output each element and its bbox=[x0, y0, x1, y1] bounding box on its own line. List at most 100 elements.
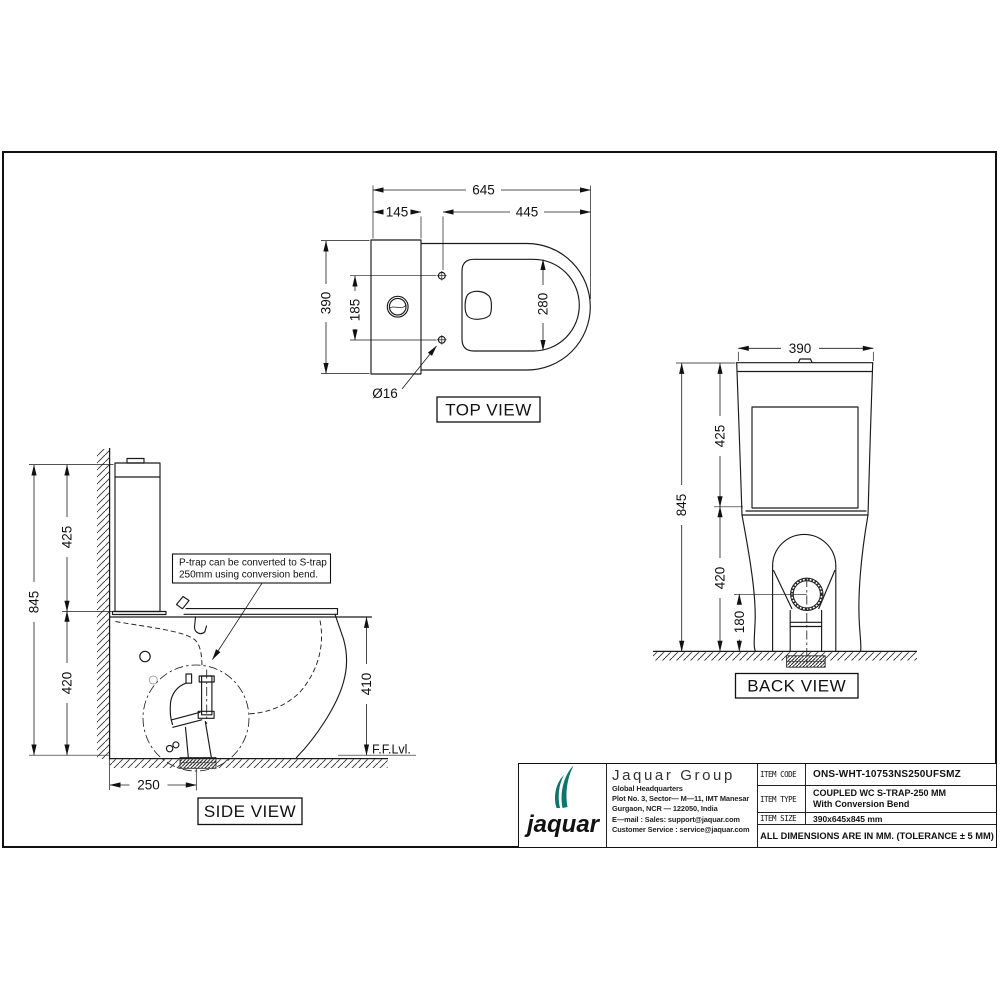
svg-text:445: 445 bbox=[516, 205, 539, 220]
svg-text:SIDE VIEW: SIDE VIEW bbox=[204, 802, 296, 821]
dim-420-side: 420 bbox=[60, 610, 75, 756]
item-size-row: ITEM SIZE 390x645x845 mm bbox=[758, 813, 996, 825]
svg-text:185: 185 bbox=[348, 299, 363, 322]
side-fixing-hole bbox=[139, 650, 151, 663]
dim-390-back: 390 bbox=[737, 341, 874, 356]
item-type-value: COUPLED WC S-TRAP-250 MM With Conversion… bbox=[806, 786, 996, 812]
ptrap-note: P-trap can be converted to S-trap 250mm … bbox=[171, 553, 332, 660]
back-bowl-left bbox=[741, 514, 757, 652]
item-type-row: ITEM TYPE COUPLED WC S-TRAP-250 MM With … bbox=[758, 786, 996, 813]
svg-text:425: 425 bbox=[60, 526, 75, 549]
svg-text:420: 420 bbox=[713, 567, 728, 590]
top-view-tank bbox=[370, 239, 422, 375]
side-view-label-box: SIDE VIEW bbox=[197, 797, 303, 826]
svg-text:280: 280 bbox=[536, 293, 551, 316]
side-view-drawing: F.F.Lvl. P-trap can be converted to S-tr… bbox=[27, 448, 416, 826]
back-flush-button bbox=[797, 358, 813, 364]
side-tank bbox=[114, 462, 161, 613]
dim-425-side: 425 bbox=[60, 464, 75, 612]
wall-hatch bbox=[97, 449, 110, 759]
flush-button-inner bbox=[388, 297, 407, 316]
sheet-border bbox=[2, 151, 997, 848]
dim-390-top: 390 bbox=[319, 240, 334, 374]
side-hidden-hole bbox=[148, 675, 158, 685]
svg-text:390: 390 bbox=[789, 341, 812, 356]
svg-text:145: 145 bbox=[386, 205, 409, 220]
dim-845-back: 845 bbox=[674, 362, 689, 652]
bowl-front-profile bbox=[295, 613, 348, 759]
hinge-hole-bottom bbox=[437, 335, 447, 345]
email-line: E—mail : Sales: support@jaquar.com bbox=[612, 814, 740, 824]
item-size-label: ITEM SIZE bbox=[758, 813, 806, 824]
title-block: jaquar Jaquar Group Global Headquarters … bbox=[518, 763, 997, 848]
flush-button-split bbox=[389, 304, 407, 309]
dim-445: 445 bbox=[442, 205, 591, 220]
svg-text:BACK VIEW: BACK VIEW bbox=[747, 677, 846, 696]
svg-text:Ø16: Ø16 bbox=[372, 386, 398, 401]
back-outlet-pipe bbox=[786, 578, 826, 668]
floor-hatch-side bbox=[109, 759, 388, 768]
address-line-1: Plot No. 3, Sector— M—11, IMT Manesar bbox=[612, 794, 750, 804]
svg-text:250: 250 bbox=[137, 778, 160, 793]
back-view-label-box: BACK VIEW bbox=[734, 672, 859, 699]
dim-185: 185 bbox=[348, 275, 363, 341]
back-bowl-right bbox=[858, 514, 869, 652]
ffl-label: F.F.Lvl. bbox=[372, 743, 411, 757]
conversion-bend-circle bbox=[142, 664, 250, 772]
logo-feather-right bbox=[561, 765, 573, 808]
svg-text:425: 425 bbox=[713, 425, 728, 448]
svg-text:180: 180 bbox=[732, 611, 747, 634]
item-type-line-1: COUPLED WC S-TRAP-250 MM bbox=[813, 788, 947, 798]
jaquar-logo-graphic: jaquar bbox=[523, 765, 600, 838]
dim-180-back: 180 bbox=[732, 593, 747, 652]
dim-420-back: 420 bbox=[713, 506, 728, 652]
side-flush-button bbox=[126, 457, 145, 464]
top-view-label-box: TOP VIEW bbox=[436, 396, 541, 423]
dim-280: 280 bbox=[536, 259, 551, 351]
jaquar-logo: jaquar bbox=[519, 764, 607, 847]
logo-wordmark: jaquar bbox=[523, 811, 600, 838]
back-trap-dome bbox=[772, 533, 837, 652]
item-code-value: ONS-WHT-10753NS250UFSMZ bbox=[813, 769, 961, 780]
item-table: ITEM CODE ONS-WHT-10753NS250UFSMZ ITEM T… bbox=[758, 764, 996, 847]
svg-text:845: 845 bbox=[674, 494, 689, 517]
top-view-bowl-outline bbox=[420, 242, 591, 371]
bowl-hidden-front bbox=[247, 620, 323, 715]
logo-feather-left bbox=[554, 774, 564, 808]
flush-button-outer bbox=[386, 295, 409, 318]
svg-text:P-trap can be converted to S-t: P-trap can be converted to S-trap bbox=[179, 558, 327, 569]
back-tank-panel bbox=[751, 406, 859, 509]
back-tank-right bbox=[867, 362, 874, 516]
bolt-cap-1 bbox=[165, 744, 174, 753]
top-view-water-spot bbox=[464, 290, 492, 320]
tolerance-note: ALL DIMENSIONS ARE IN MM. (TOLERANCE ± 5… bbox=[760, 831, 994, 841]
item-type-line-2: With Conversion Bend bbox=[813, 799, 910, 809]
dim-250-side: 250 bbox=[109, 778, 197, 793]
item-code-label: ITEM CODE bbox=[758, 764, 806, 785]
bowl-hidden-rear bbox=[115, 621, 203, 669]
svg-text:TOP VIEW: TOP VIEW bbox=[445, 401, 532, 420]
seat-and-lid bbox=[175, 595, 339, 635]
p-trap-detail bbox=[169, 669, 217, 769]
company-name: Jaquar Group bbox=[612, 767, 735, 784]
svg-text:410: 410 bbox=[359, 673, 374, 696]
company-hq: Global Headquarters bbox=[612, 784, 683, 793]
dim-hole-dia: Ø16 bbox=[372, 345, 437, 401]
floor-hatch-back bbox=[653, 652, 917, 661]
back-tank-left bbox=[736, 362, 743, 516]
customer-service-line: Customer Service : service@jaquar.com bbox=[612, 824, 750, 834]
dim-145: 145 bbox=[372, 205, 422, 220]
top-view-extension-lines bbox=[321, 185, 591, 374]
dim-845-side: 845 bbox=[27, 464, 42, 756]
svg-text:845: 845 bbox=[27, 591, 42, 614]
dim-645: 645 bbox=[372, 183, 591, 198]
address-line-2: Gurgaon, NCR — 122050, India bbox=[612, 804, 718, 814]
top-view-seat-opening bbox=[461, 258, 580, 352]
side-tank-base bbox=[111, 610, 167, 616]
item-code-row: ITEM CODE ONS-WHT-10753NS250UFSMZ bbox=[758, 764, 996, 786]
svg-text:250mm using conversion bend.: 250mm using conversion bend. bbox=[179, 570, 318, 581]
item-size-value: 390x645x845 mm bbox=[813, 813, 883, 824]
back-view-drawing: 390 425 845 420 180 BACK VIEW bbox=[653, 341, 917, 699]
